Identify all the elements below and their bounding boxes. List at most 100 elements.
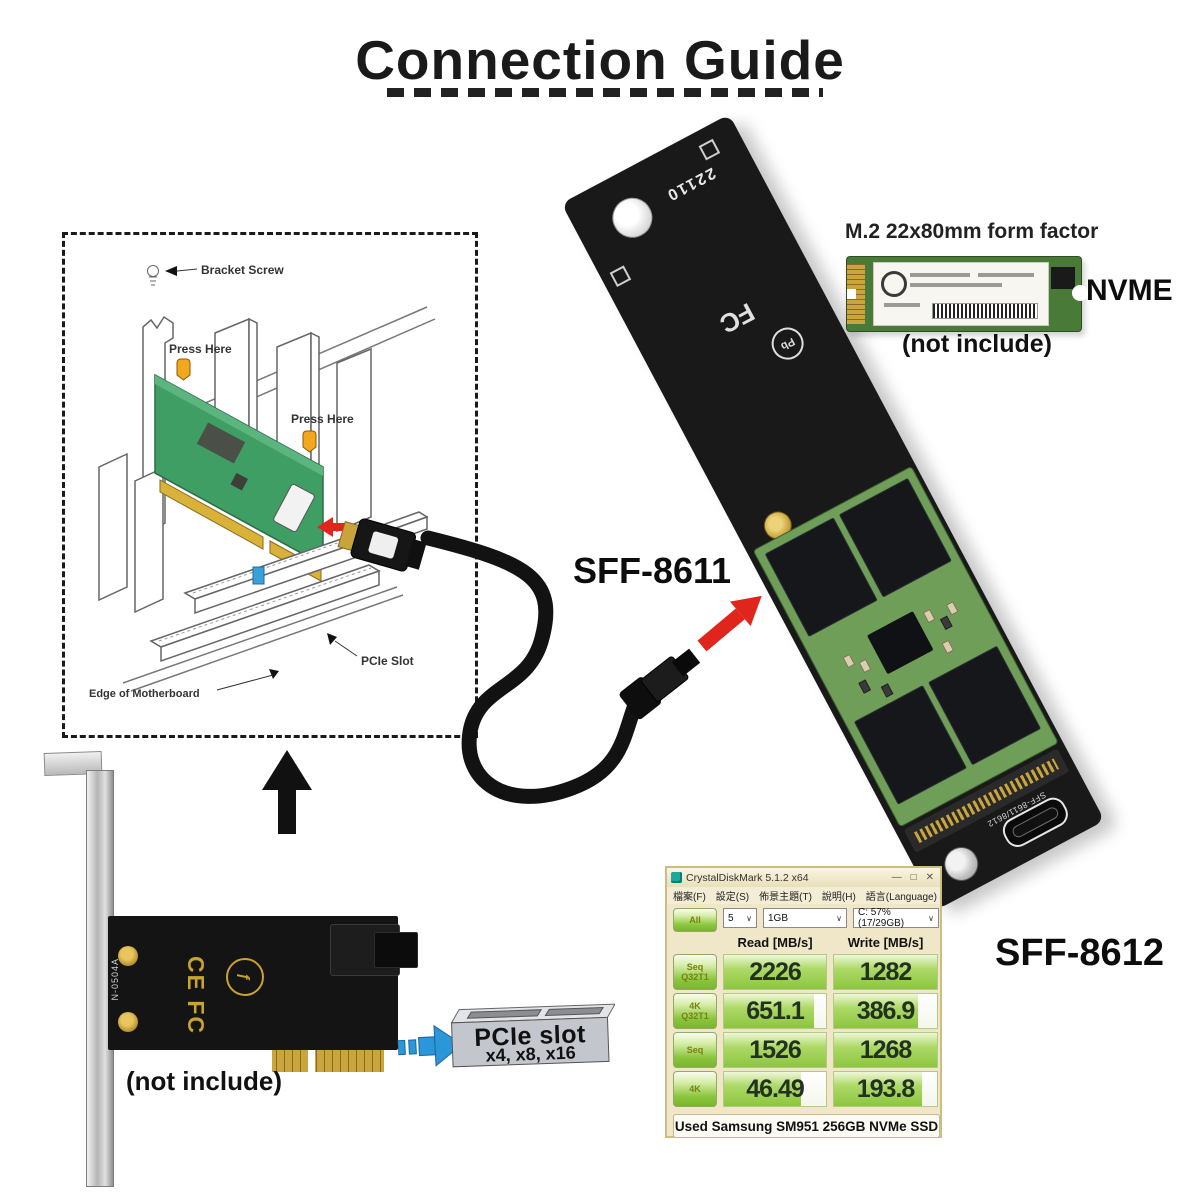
cdm-cell-read-4k-q32t1: 651.1 <box>723 993 827 1029</box>
smd-component <box>858 658 872 674</box>
title-underline <box>387 88 823 97</box>
cdm-value: 2226 <box>749 957 802 986</box>
not-include-note-card: (not include) <box>126 1066 282 1096</box>
maximize-icon: □ <box>910 872 917 883</box>
card-gold-fingers <box>159 479 264 550</box>
press-here-right-label: Press Here <box>291 412 354 426</box>
callout-arrow-left-icon <box>165 266 177 276</box>
ssd-barcode <box>932 303 1038 319</box>
card-chip <box>196 422 246 464</box>
menu-language: 語言(Language) <box>865 892 937 903</box>
btn-line2: Q32T1 <box>681 1011 709 1021</box>
board-22110-marking: 22110 <box>662 163 719 205</box>
cdm-value: 193.8 <box>856 1074 916 1103</box>
minimize-icon: — <box>891 872 902 883</box>
cdm-value: 1282 <box>859 957 913 986</box>
edge-of-motherboard-label: Edge of Motherboard <box>89 688 200 700</box>
cdm-value: 386.9 <box>856 996 916 1025</box>
cdm-seq-q32t1-button: Seq Q32T1 <box>673 954 717 990</box>
cable-connector-card-end <box>337 518 427 572</box>
cdm-read-header: Read [MB/s] <box>737 934 813 950</box>
menu-settings: 設定(S) <box>715 892 750 903</box>
cdm-menubar: 檔案(F) 設定(S) 佈景主題(T) 說明(H) 語言(Language) <box>667 887 940 904</box>
bracket-screw-label: Bracket Screw <box>201 263 284 277</box>
mobo-edge-pointer-icon <box>269 669 279 679</box>
card-part-marking: N-0504A <box>110 958 120 1001</box>
cdm-cell-write-4k-q32t1: 386.9 <box>833 993 938 1029</box>
pcie-finger-key-notch <box>308 1050 315 1072</box>
btn-line1: Seq <box>686 962 704 972</box>
pb-logo: Pb <box>765 321 810 366</box>
label-text-bar <box>910 273 970 277</box>
chassis-brackets <box>98 317 372 614</box>
fc-logo: FC <box>714 296 760 340</box>
fiducial-mark <box>698 138 721 161</box>
cdm-cell-write-seq: 1268 <box>833 1032 938 1068</box>
ssd-end-chip <box>1051 267 1075 289</box>
smd-component <box>945 601 959 616</box>
cdm-runs-value: 5 <box>728 912 734 924</box>
sff-cable-art <box>337 518 762 804</box>
nvme-ssd-stick <box>846 256 1088 332</box>
cdm-status-bar: Used Samsung SM951 256GB NVMe SSD <box>673 1114 940 1138</box>
install-diagram-art: Bracket Screw Press Here Press Here <box>89 263 436 700</box>
ssd-label <box>873 262 1049 326</box>
cdm-value: 46.49 <box>746 1074 805 1103</box>
label-text-bar <box>910 283 1002 287</box>
cdm-all-label: All <box>689 915 701 925</box>
cdm-cell-write-4k: 193.8 <box>833 1071 938 1107</box>
btn-line1: 4K <box>689 1084 701 1094</box>
smd-component <box>842 653 856 669</box>
page-title: Connection Guide <box>355 29 845 91</box>
cert-circle-logo: ƒ <box>226 958 264 996</box>
pcie-slot-pointer-icon <box>327 633 337 645</box>
smd-component <box>858 679 872 694</box>
pcie-slots-art <box>149 511 429 663</box>
cdm-write-header: Write [MB/s] <box>847 934 924 950</box>
crystaldiskmark-window: CrystalDiskMark 5.1.2 x64 — □ ✕ 檔案(F) 設定… <box>665 866 942 1138</box>
ssd-label-logo <box>881 271 907 297</box>
press-clip-top-icon <box>176 358 191 381</box>
card-sff-connector <box>273 483 315 533</box>
menu-help: 說明(H) <box>821 892 856 903</box>
sff-8611-label: SFF-8611 <box>573 550 732 591</box>
menu-file: 檔案(F) <box>673 892 706 903</box>
nvme-label: NVME <box>1086 274 1173 307</box>
cdm-all-button: All <box>673 908 717 932</box>
pcie-host-card: CE FC ƒ N-0504A <box>108 916 418 1050</box>
cable-ribbon <box>420 530 652 804</box>
cdm-4k-q32t1-button: 4K Q32T1 <box>673 993 717 1029</box>
card-chip-small <box>230 472 248 491</box>
smd-component <box>939 615 953 630</box>
press-clip-right-icon <box>302 430 317 453</box>
cdm-size-select: 1GB ∨ <box>763 908 847 928</box>
ssd-mount-notch <box>1072 285 1088 301</box>
crystaldiskmark-icon <box>671 872 682 883</box>
card-connector-plug <box>374 932 418 968</box>
cdm-value: 651.1 <box>746 996 805 1025</box>
card-top-edge <box>155 375 323 476</box>
press-here-top-label: Press Here <box>169 342 232 356</box>
ssd-controller-chip <box>866 611 934 675</box>
up-arrow-icon <box>262 750 312 834</box>
cable-connector-sff8611-end <box>619 648 701 720</box>
capacitor <box>938 840 985 887</box>
fiducial-mark <box>609 265 632 288</box>
menu-theme: 佈景主題(T) <box>759 892 812 903</box>
cdm-value: 1268 <box>859 1035 913 1064</box>
btn-line2: Q32T1 <box>681 972 709 982</box>
card-pcie-fingers <box>272 1050 384 1072</box>
chevron-down-icon: ∨ <box>928 913 934 923</box>
cdm-drive-select: C: 57% (17/29GB) ∨ <box>853 907 939 929</box>
ssd-gold-fingers <box>847 264 865 324</box>
chevron-down-icon: ∨ <box>836 913 842 923</box>
red-arrow-left-icon <box>317 517 351 537</box>
red-arrow-upright-icon <box>697 595 762 652</box>
cdm-cell-read-seq: 1526 <box>723 1032 827 1068</box>
sff-8612-label: SFF-8612 <box>995 932 1164 974</box>
pcie-slot-3d-art <box>450 1003 616 1068</box>
label-text-bar <box>978 273 1034 277</box>
smd-component <box>922 608 936 624</box>
cdm-cell-write-seq-q32t1: 1282 <box>833 954 938 990</box>
